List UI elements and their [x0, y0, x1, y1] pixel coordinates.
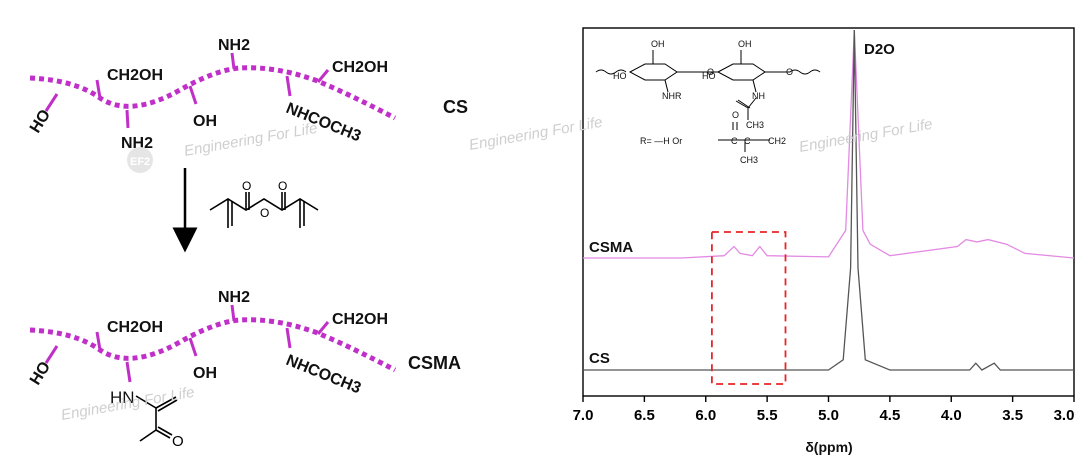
- cs-ch2oh-right: CH2OH: [332, 59, 388, 76]
- svg-text:OH: OH: [651, 39, 665, 49]
- svg-text:O: O: [278, 179, 287, 193]
- svg-text:CH3: CH3: [746, 120, 764, 130]
- cs-chain: [29, 65, 397, 121]
- svg-text:NHR: NHR: [662, 91, 682, 101]
- x-tick-label: 3.0: [1054, 407, 1075, 424]
- cs-label: CS: [443, 97, 468, 117]
- svg-text:O: O: [242, 179, 251, 193]
- cs-ch2oh-left: CH2OH: [107, 67, 163, 84]
- csma-oh: OH: [193, 365, 217, 382]
- nmr-spectrum: 7.0 6.5 6.0 5.5 5.0 4.5 4.0 3.5 3.0 δ(ppm) D2O C…: [468, 27, 1075, 455]
- svg-text:CH3: CH3: [740, 155, 758, 165]
- csma-ho: HO: [27, 359, 54, 388]
- csma-chain: [29, 317, 397, 373]
- inset-structure-labels: OH OH HO HO NHR NH O O CH3 O C C CH2 CH3…: [613, 39, 793, 165]
- svg-text:C: C: [744, 136, 751, 146]
- x-tick-label: 7.0: [573, 407, 594, 424]
- methacrylamide-group: [135, 395, 178, 442]
- svg-text:C: C: [731, 136, 738, 146]
- svg-text:HO: HO: [702, 71, 716, 81]
- csma-nhcoch3: NHCOCH3: [284, 352, 364, 397]
- watermark-text: Engineering For Life: [798, 116, 934, 156]
- cs-oh: OH: [193, 113, 217, 130]
- highlight-box: [711, 231, 787, 385]
- x-tick-label: 5.5: [757, 407, 778, 424]
- cs-nh2-top: NH2: [218, 37, 250, 54]
- trace-label-csma: CSMA: [589, 239, 633, 256]
- x-tick-label: 6.5: [634, 407, 655, 424]
- reaction-scheme: CH2OH CH2OH NH2 HO NH2 OH NHCOCH3 CS O O…: [27, 37, 468, 450]
- watermark-logo-text: EF2: [130, 156, 150, 168]
- svg-text:O: O: [732, 110, 739, 120]
- x-axis: 7.0 6.5 6.0 5.5 5.0 4.5 4.0 3.5 3.0: [573, 396, 1075, 424]
- cs-ho: HO: [27, 107, 54, 136]
- trace-label-cs: CS: [589, 350, 610, 367]
- cs-nh2-bottom: NH2: [121, 135, 153, 152]
- csma-label: CSMA: [408, 353, 461, 373]
- csma-structure: CH2OH CH2OH NH2 HO OH NHCOCH3 HN CSMA O: [27, 289, 461, 450]
- svg-text:CH2: CH2: [768, 136, 786, 146]
- svg-text:R= —H Or: R= —H Or: [640, 136, 682, 146]
- svg-text:O: O: [707, 67, 714, 77]
- watermark-logo: [127, 147, 153, 173]
- x-tick-label: 6.0: [695, 407, 716, 424]
- csma-nh2-top: NH2: [218, 289, 250, 306]
- inset-structure: [595, 50, 821, 152]
- cs-trace: [583, 29, 1074, 371]
- svg-text:O: O: [786, 67, 793, 77]
- x-axis-label: δ(ppm): [805, 439, 852, 455]
- x-tick-label: 3.5: [1002, 407, 1023, 424]
- x-tick-label: 4.5: [879, 407, 900, 424]
- svg-text:OH: OH: [738, 39, 752, 49]
- csma-ch2oh-right: CH2OH: [332, 311, 388, 328]
- solvent-label: D2O: [864, 41, 895, 58]
- csma-hn: HN: [110, 388, 135, 407]
- svg-text:O: O: [260, 206, 269, 220]
- svg-text:HO: HO: [613, 71, 627, 81]
- x-tick-label: 5.0: [818, 407, 839, 424]
- plot-frame: [582, 27, 1075, 397]
- x-tick-label: 4.0: [941, 407, 962, 424]
- methacrylic-anhydride-structure: [209, 192, 319, 228]
- svg-text:O: O: [172, 433, 184, 450]
- csma-ch2oh-left: CH2OH: [107, 319, 163, 336]
- svg-text:NH: NH: [752, 91, 765, 101]
